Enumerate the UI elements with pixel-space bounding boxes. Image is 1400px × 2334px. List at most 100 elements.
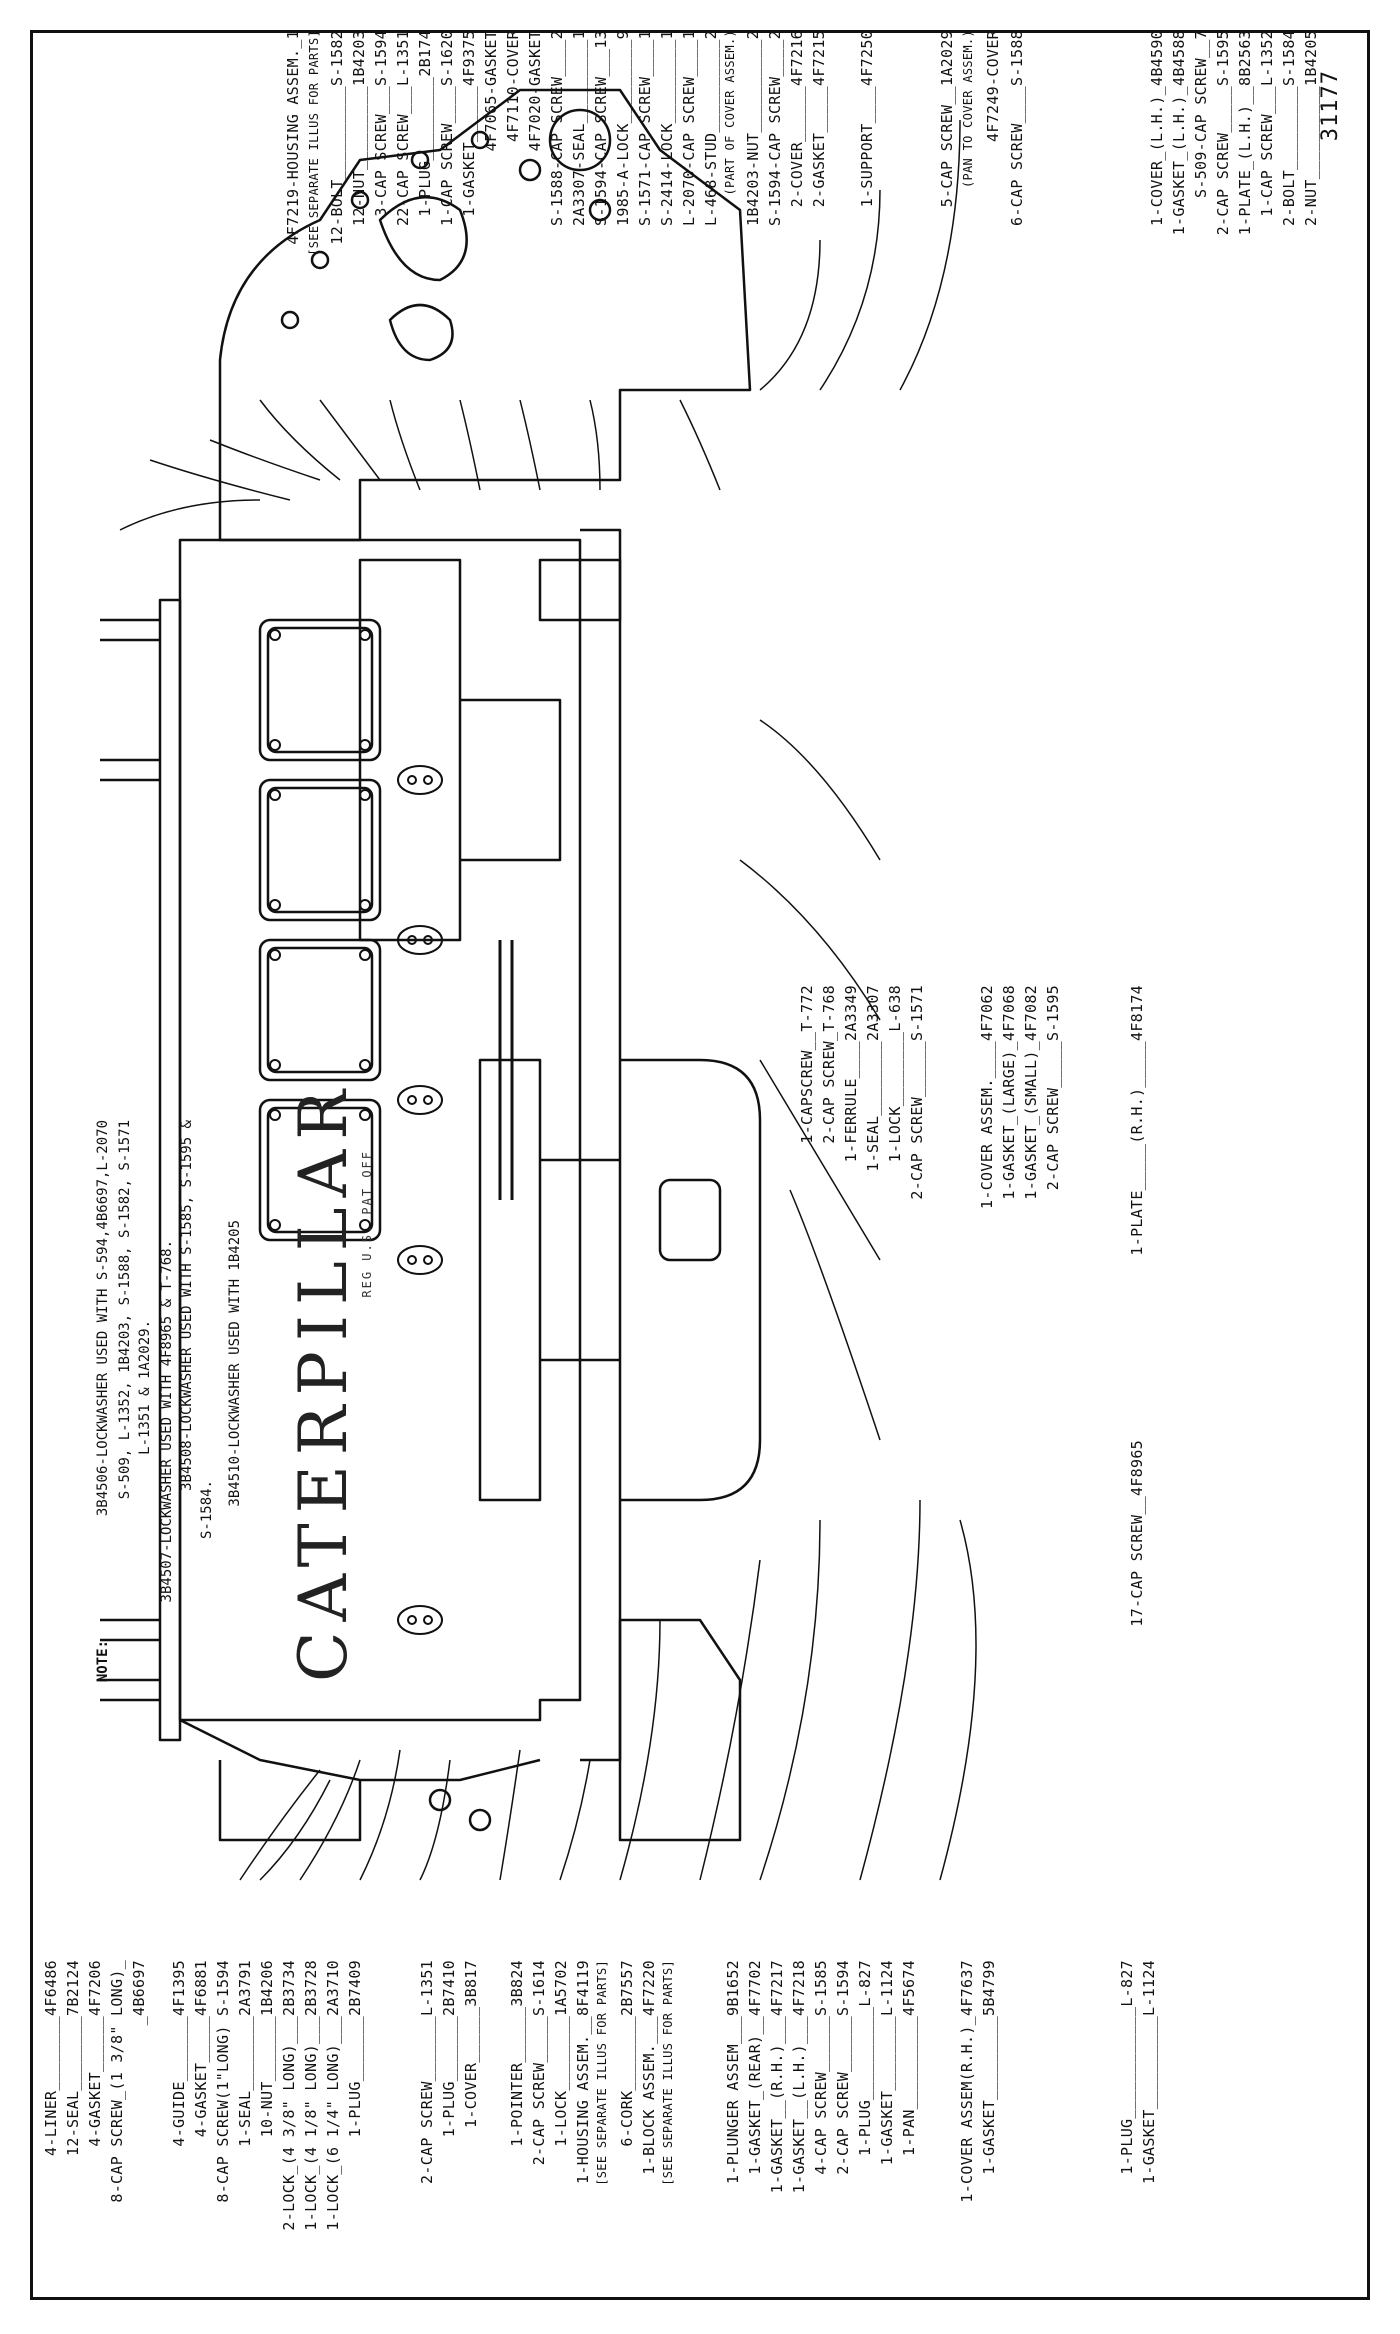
part-label: 2-BOLT_________S-1584	[1280, 30, 1298, 226]
part-label: 1-GASKET__(L.H.)___4F7218	[790, 1960, 808, 2194]
part-label: 17-CAP SCREW__4F8965	[1128, 1440, 1146, 1627]
part-label: 1-COVER ASSEM.____4F7062	[978, 985, 996, 1209]
part-label: 1-LOCK_(6 1/4" LONG)___2A3710	[324, 1960, 342, 2231]
part-label: 1-HOUSING ASSEM.__8F4119	[574, 1960, 592, 2184]
part-label: 1-PLUG____________L-827	[1118, 1960, 1136, 2175]
part-label: 1-PLUG_________2B174	[416, 30, 434, 217]
part-label: 2-COVER______4F7216	[788, 30, 806, 208]
note-line: L-1351 & 1A2029.	[137, 1320, 153, 1455]
brand-logo: CATERPILLAR	[285, 1080, 362, 1682]
part-label: 1-PLUG__________L-827	[856, 1960, 874, 2156]
brand-trademark: REG U.S. PAT OFF	[360, 1150, 374, 1298]
part-label: 1-SEAL________2A3791	[236, 1960, 254, 2147]
part-label: 1-LOCK________1A5702	[552, 1960, 570, 2147]
part-label: 4-GASKET_____4F6881	[192, 1960, 210, 2138]
note-line: 3B4506-LOCKWASHER USED WITH S-594,4B6697…	[95, 1120, 111, 1517]
part-label: 1-SEAL________2A3307	[864, 985, 882, 1172]
part-label-note: [SEE SEPARATE ILLUS FOR PARTS]	[661, 1960, 675, 2186]
part-label: 5-CAP SCREW__1A2029	[938, 30, 956, 208]
part-label: 3-CAP SCREW___S-1594	[372, 30, 390, 217]
part-label: 8-CAP SCREW_(1 3/8" LONG)_	[108, 1960, 126, 2203]
part-label: S-509-CAP SCREW__7	[1192, 30, 1210, 198]
part-label-note: [SEE SEPARATE ILLUS FOR PARTS]	[307, 30, 321, 256]
part-label: 4F7065-GASKET	[482, 30, 500, 152]
part-label: S-1594-CAP SCREW___13	[592, 30, 610, 226]
part-label: 1985-A-LOCK_________9	[614, 30, 632, 226]
part-label: 1-GASKET_(LARGE)_4F7068	[1000, 985, 1018, 1200]
part-label: 1-GASKET_(L.H.)_4B4588	[1170, 30, 1188, 236]
part-label: 1-GASKET_(REAR)__4F7702	[746, 1960, 764, 2175]
part-label: 1-GASKET________L-1124	[878, 1960, 896, 2166]
part-label: L-468-STUD__________2	[702, 30, 720, 226]
figure-frame	[30, 30, 1370, 2300]
part-label: 6-CAP SCREW____S-1588	[1008, 30, 1026, 226]
note-line: S-1584.	[199, 1480, 215, 1540]
part-label: 1-PLUNGER ASSEM___9B1652	[724, 1960, 742, 2184]
part-label: 1-COVER______3B817	[462, 1960, 480, 2128]
part-label: 4-GASKET______4F7206	[86, 1960, 104, 2147]
part-label: 4-GUIDE_______4F1395	[170, 1960, 188, 2147]
part-label-note: (PART OF COVER ASSEM.)	[723, 30, 737, 196]
part-label: S-2414-LOCK_________1	[658, 30, 676, 226]
part-label: 12-SEAL________7B2124	[64, 1960, 82, 2156]
part-label-note: [SEE SEPARATE ILLUS FOR PARTS]	[595, 1960, 609, 2186]
part-label: 1-PLUG_______2B7409	[346, 1960, 364, 2138]
housing-outline	[218, 88, 752, 542]
part-label: 1-BLOCK ASSEM.___4F7220	[640, 1960, 658, 2175]
part-label: 1-PLATE_(L.H.)__8B2563	[1236, 30, 1254, 236]
part-label: 1-SUPPORT____4F7250	[858, 30, 876, 208]
part-label: 4-LINER________4F6486	[42, 1960, 60, 2156]
part-label: 2-GASKET_____4F7215	[810, 30, 828, 208]
part-label: 2-CAP SCREW_______L-1351	[418, 1960, 436, 2184]
part-label: 22-CAP SCREW___L-1351	[394, 30, 412, 226]
part-label: 1-COVER ASSEM(R.H.)_4F7637	[958, 1960, 976, 2203]
part-label: 12-NUT_________1B4203	[350, 30, 368, 226]
part-label: 2-CAP SCREW_T-768	[820, 985, 838, 1144]
part-label: 2-CAP SCREW_____S-1614	[530, 1960, 548, 2166]
part-label: 2-NUT__________1B4205	[1302, 30, 1320, 226]
note-line: S-509, L-1352, 1B4203, S-1588, S-1582, S…	[117, 1120, 133, 1500]
part-label: 4-CAP SCREW______S-1585	[812, 1960, 830, 2175]
part-label: 1-CAP SCREW____S-1620	[438, 30, 456, 226]
part-label: 4F7249-COVER	[984, 30, 1002, 142]
part-label: 1-GASKET__(R.H.)___4F7217	[768, 1960, 786, 2194]
part-label: 10-NUT_______1B4206	[258, 1960, 276, 2138]
part-label: 1-PLATE_____(R.H.)_____4F8174	[1128, 985, 1146, 1256]
part-label: 1-GASKET_(SMALL)_4F7082	[1022, 985, 1040, 1200]
part-label: 1-LOCK________L-638	[886, 985, 904, 1163]
part-label-note: (PAN TO COVER ASSEM.)	[961, 30, 975, 189]
part-label: 1-CAPSCREW__T-772	[798, 985, 816, 1144]
part-label: 1-LOCK_(4 1/8" LONG)___2B3728	[302, 1960, 320, 2231]
part-label: L-2070-CAP SCREW____1	[680, 30, 698, 226]
note-heading: NOTE:	[95, 1640, 111, 1683]
part-label: S-1588-CAP SCREW____2	[548, 30, 566, 226]
part-label: 1-GASKET__________L-1124	[1140, 1960, 1158, 2184]
part-label: 1-PAN__________4F5674	[900, 1960, 918, 2156]
part-label: 1-PLUG_______2B7410	[440, 1960, 458, 2138]
part-label: 12-BOLT__________S-1582	[328, 30, 346, 245]
part-label: 2-LOCK_(4 3/8" LONG)___2B3734	[280, 1960, 298, 2231]
part-label: 2-CAP SCREW______S-1571	[908, 985, 926, 1200]
part-label: 4F7219-HOUSING ASSEM._1	[284, 30, 302, 245]
note-line: 3B4507-LOCKWASHER USED WITH 4F8965 & T-7…	[159, 1240, 175, 1603]
note-line: 3B4508-LOCKWASHER USED WITH S-1585, S-15…	[179, 1120, 195, 1491]
part-label: 2-CAP SCREW_____S-1595	[1044, 985, 1062, 1191]
part-label: 6-CORK________2B7557	[618, 1960, 636, 2147]
part-label: 1-FERRULE____2A3349	[842, 985, 860, 1163]
part-label: 2A3307-SEAL_________1	[570, 30, 588, 226]
part-label: S-1594-CAP SCREW____2	[766, 30, 784, 226]
engine-block-drawing	[100, 88, 977, 1881]
note-line: 3B4510-LOCKWASHER USED WITH 1B4205	[227, 1220, 243, 1507]
part-label: 1-GASKET_________5B4799	[980, 1960, 998, 2175]
part-label: 1-GASKET______4F9375	[460, 30, 478, 217]
part-label: 1B4203-NUT__________2	[744, 30, 762, 226]
part-label: 1-CAP SCREW___L-1352	[1258, 30, 1276, 217]
part-label: 4F7020-GASKET	[526, 30, 544, 152]
part-label: _4B6697	[130, 1960, 148, 2026]
part-label: S-1571-CAP SCREW____1	[636, 30, 654, 226]
part-label: 8-CAP SCREW(1"LONG) S-1594	[214, 1960, 232, 2203]
part-label: 1-COVER_(L.H.)_4B4590	[1148, 30, 1166, 226]
part-label: 1-POINTER______3B824	[508, 1960, 526, 2147]
part-label: 2-CAP SCREW_____S-1595	[1214, 30, 1232, 236]
part-label: 2-CAP SCREW______S-1594	[834, 1960, 852, 2175]
